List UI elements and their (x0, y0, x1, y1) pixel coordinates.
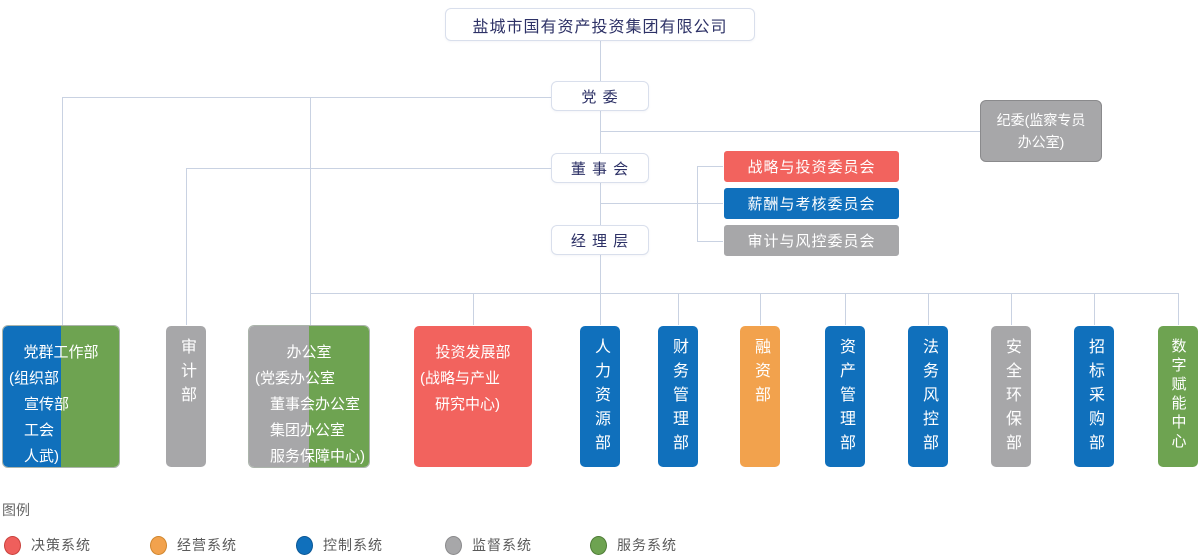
connector-board-management (600, 183, 601, 225)
color-split-background (249, 326, 369, 467)
connector-to-audit-dept (186, 168, 187, 325)
committee-compensation-assessment: 薪酬与考核委员会 (723, 187, 900, 220)
dept-safety-environment: 安全环保部 (990, 325, 1032, 468)
legend-label: 经营系统 (177, 537, 237, 553)
dept-digital-empowerment: 数字赋能中心 (1157, 325, 1199, 468)
committee-strategy-investment: 战略与投资委员会 (723, 150, 900, 183)
connector-trunk-safety (1011, 293, 1012, 325)
connector-to-general-office (310, 97, 311, 325)
dept-human-resources: 人力资源部 (579, 325, 621, 468)
service-system-half (309, 326, 369, 467)
connector-trunk-legal (928, 293, 929, 325)
dept-party-mass-work: 党群工作部 (组织部 宣传部 工会 人武) (2, 325, 120, 468)
connector-to-party-mass-dept (62, 97, 63, 325)
supervision-system-dot-icon (445, 535, 462, 555)
dept-label: 法务风控部 (920, 338, 937, 458)
committee-audit-risk: 审计与风控委员会 (723, 224, 900, 257)
supervision-system-half (249, 326, 309, 467)
org-node-board: 董 事 会 (551, 153, 649, 183)
decision-system-dot-icon (4, 535, 21, 555)
connector-committee-1 (697, 166, 723, 167)
legend-title: 图例 (2, 502, 30, 518)
connector-root-party (600, 41, 601, 81)
connector-committee-spine (697, 166, 698, 242)
connector-trunk-financing (760, 293, 761, 325)
connector-trunk-investment (473, 293, 474, 325)
dept-legal-risk-control: 法务风控部 (907, 325, 949, 468)
legend-label: 决策系统 (31, 537, 91, 553)
connector-trunk-finance (678, 293, 679, 325)
legend-label: 服务系统 (617, 537, 677, 553)
legend-item-service: 服务系统 (590, 535, 677, 555)
connector-party-board (600, 111, 601, 153)
service-system-dot-icon (590, 535, 607, 555)
control-system-dot-icon (296, 535, 313, 555)
dept-asset-management: 资产管理部 (824, 325, 866, 468)
legend-item-decision: 决策系统 (4, 535, 91, 555)
dept-label: 数字赋能中心 (1169, 338, 1187, 452)
connector-trunk-asset (845, 293, 846, 325)
dept-label: 党群工作部 (组织部 宣传部 工会 人武) (9, 344, 99, 465)
connector-trunk (310, 293, 1179, 294)
dept-label: 资产管理部 (837, 338, 854, 458)
connector-trunk-digital (1178, 293, 1179, 325)
dept-label: 安全环保部 (1003, 338, 1020, 458)
connector-management-trunk (600, 255, 601, 293)
dept-investment-development: 投资发展部 (战略与产业 研究中心) (413, 325, 533, 468)
dept-financing: 融资部 (739, 325, 781, 468)
operation-system-dot-icon (150, 535, 167, 555)
connector-trunk-bidding (1094, 293, 1095, 325)
dept-general-office: 办公室 (党委办公室 董事会办公室 集团办公室 服务保障中心) (248, 325, 370, 468)
dept-finance-management: 财务管理部 (657, 325, 699, 468)
connector-party-left (62, 97, 551, 98)
dept-label: 招标采购部 (1086, 338, 1103, 458)
dept-label: 办公室 (党委办公室 董事会办公室 集团办公室 服务保障中心) (255, 344, 365, 465)
service-system-half (61, 326, 119, 467)
dept-label: 审计部 (178, 338, 195, 410)
legend-item-operation: 经营系统 (150, 535, 237, 555)
connector-board-left (186, 168, 551, 169)
color-split-background (3, 326, 119, 467)
org-node-party-committee: 党 委 (551, 81, 649, 111)
legend-item-control: 控制系统 (296, 535, 383, 555)
dept-audit: 审计部 (165, 325, 207, 468)
dept-label: 财务管理部 (670, 338, 687, 458)
dept-label: 人力资源部 (592, 338, 609, 458)
dept-label: 融资部 (752, 338, 769, 410)
control-system-half (3, 326, 61, 467)
connector-to-discipline (600, 131, 980, 132)
legend-label: 控制系统 (323, 537, 383, 553)
legend-label: 监督系统 (472, 537, 532, 553)
org-node-root: 盐城市国有资产投资集团有限公司 (445, 8, 755, 41)
connector-trunk-hr (600, 293, 601, 325)
connector-committee-3 (697, 241, 723, 242)
dept-bidding-procurement: 招标采购部 (1073, 325, 1115, 468)
org-node-discipline-committee: 纪委(监察专员办公室) (980, 100, 1102, 162)
org-node-management: 经 理 层 (551, 225, 649, 255)
connector-board-committees (600, 203, 723, 204)
legend-item-supervision: 监督系统 (445, 535, 532, 555)
